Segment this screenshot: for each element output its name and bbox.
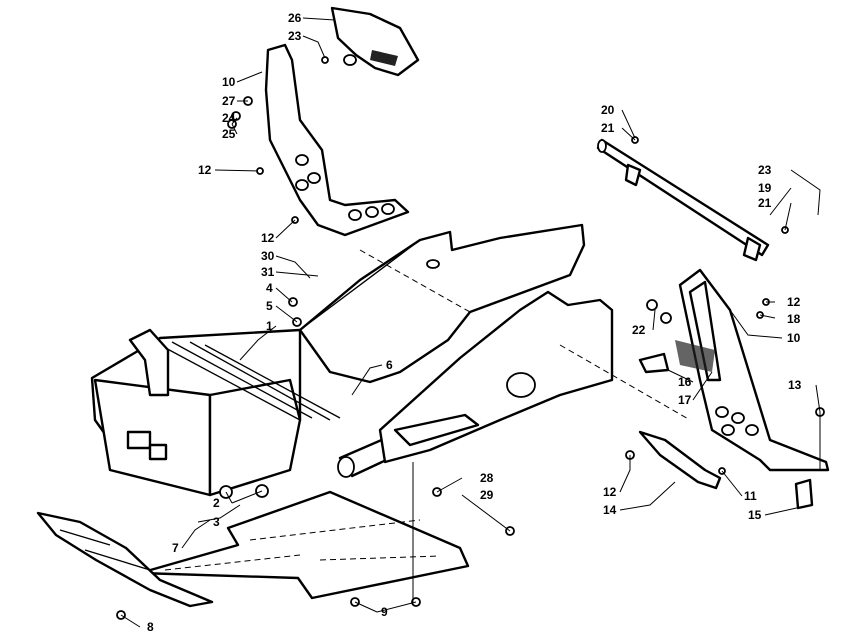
label-10-right: 10 <box>787 331 801 345</box>
label-29: 29 <box>480 488 494 502</box>
label-12-bottom: 12 <box>603 485 617 499</box>
label-16: 16 <box>678 375 692 389</box>
label-25: 25 <box>222 127 236 141</box>
label-14: 14 <box>603 503 617 517</box>
label-15: 15 <box>748 508 762 522</box>
label-6: 6 <box>386 358 393 372</box>
label-3: 3 <box>213 515 220 529</box>
label-5: 5 <box>266 299 273 313</box>
nut-22a <box>646 299 658 311</box>
label-26: 26 <box>288 11 302 25</box>
steering-support <box>264 43 410 237</box>
label-17: 17 <box>678 393 692 407</box>
upper-frame <box>298 223 586 384</box>
label-10-left: 10 <box>222 75 236 89</box>
label-31: 31 <box>261 265 275 279</box>
label-11: 11 <box>744 489 757 503</box>
right-steering-support <box>638 268 830 472</box>
right-side-panel <box>378 290 691 464</box>
label-2: 2 <box>213 496 220 510</box>
label-23-top: 23 <box>288 29 302 43</box>
column-bracket <box>330 6 420 77</box>
label-18: 18 <box>787 312 801 326</box>
label-27: 27 <box>222 94 236 108</box>
label-7: 7 <box>172 541 179 555</box>
footrest-bracket <box>638 430 814 510</box>
label-23-right: 23 <box>758 163 772 177</box>
callout-labels: 26 23 10 27 24 25 12 12 30 31 4 5 1 2 3 … <box>147 11 802 634</box>
label-12-middle: 12 <box>261 231 275 245</box>
label-22: 22 <box>632 323 646 337</box>
label-9: 9 <box>381 605 388 619</box>
label-19: 19 <box>758 181 772 195</box>
washer-24 <box>231 111 241 121</box>
nut-22b <box>660 312 672 324</box>
front-skid-plate <box>36 511 214 608</box>
belly-pan <box>138 490 470 600</box>
label-12-right: 12 <box>787 295 801 309</box>
label-21-right: 21 <box>758 196 772 210</box>
leader-lines <box>120 17 821 628</box>
label-30: 30 <box>261 249 275 263</box>
label-12-upper: 12 <box>198 163 212 177</box>
label-28: 28 <box>480 471 494 485</box>
bolt-4 <box>288 297 298 307</box>
label-21-left: 21 <box>601 121 615 135</box>
label-1: 1 <box>266 319 273 333</box>
label-8: 8 <box>147 620 154 634</box>
crossbar-tube <box>596 138 770 262</box>
label-4: 4 <box>266 281 273 295</box>
label-13: 13 <box>788 378 802 392</box>
label-20: 20 <box>601 103 615 117</box>
label-24: 24 <box>222 111 236 125</box>
